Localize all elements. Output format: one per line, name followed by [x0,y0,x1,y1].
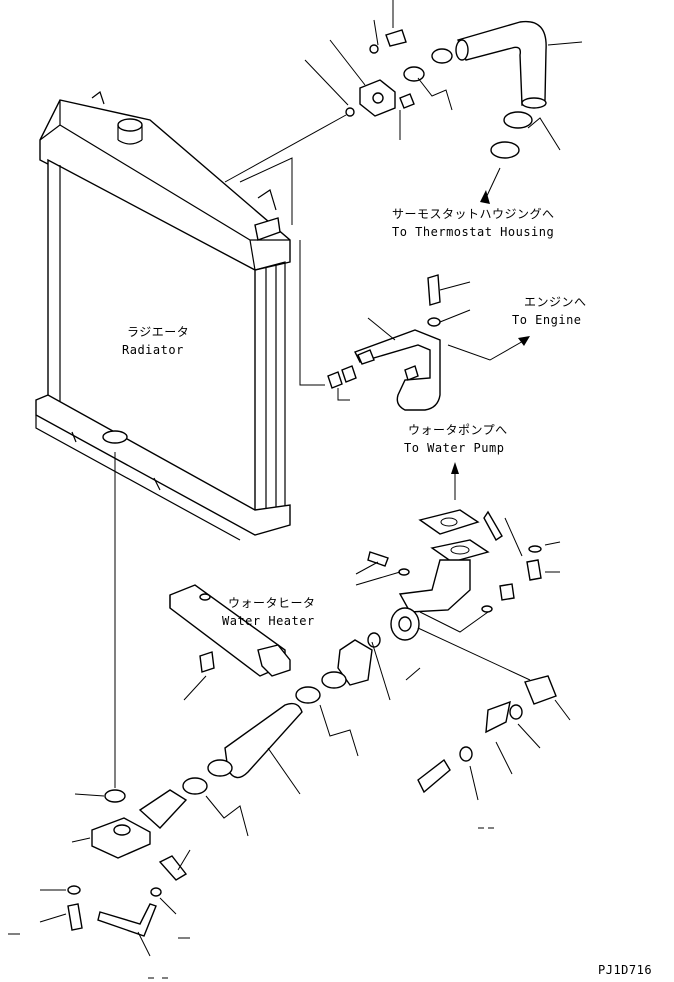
engine-label-jp: エンジンへ [524,295,587,309]
drain-hose-right [417,700,541,801]
radiator [35,91,291,541]
water-pump-label-en: To Water Pump [404,441,504,455]
thermostat-label-en: To Thermostat Housing [392,225,554,239]
radiator-label-jp: ラジエータ [127,325,189,339]
lower-hose-assembly [182,632,421,837]
radiator-label-en: Radiator [122,343,184,357]
drawing-code: PJ1D716 [598,963,652,977]
upper-hose-assembly [224,0,583,225]
engine-feed-assembly [299,240,530,411]
thermostat-label-jp: サーモスタットハウジングへ [392,207,555,221]
water-pump-elbow-assembly [355,462,571,721]
engine-label-en: To Engine [512,313,582,327]
water-heater-label-en: Water Heater [222,614,315,628]
water-heater-label-jp: ウォータヒータ [228,596,316,610]
bottom-outlet-assembly [39,452,191,957]
water-pump-label-jp: ウォータポンプへ [408,423,508,437]
water-heater [169,584,291,701]
